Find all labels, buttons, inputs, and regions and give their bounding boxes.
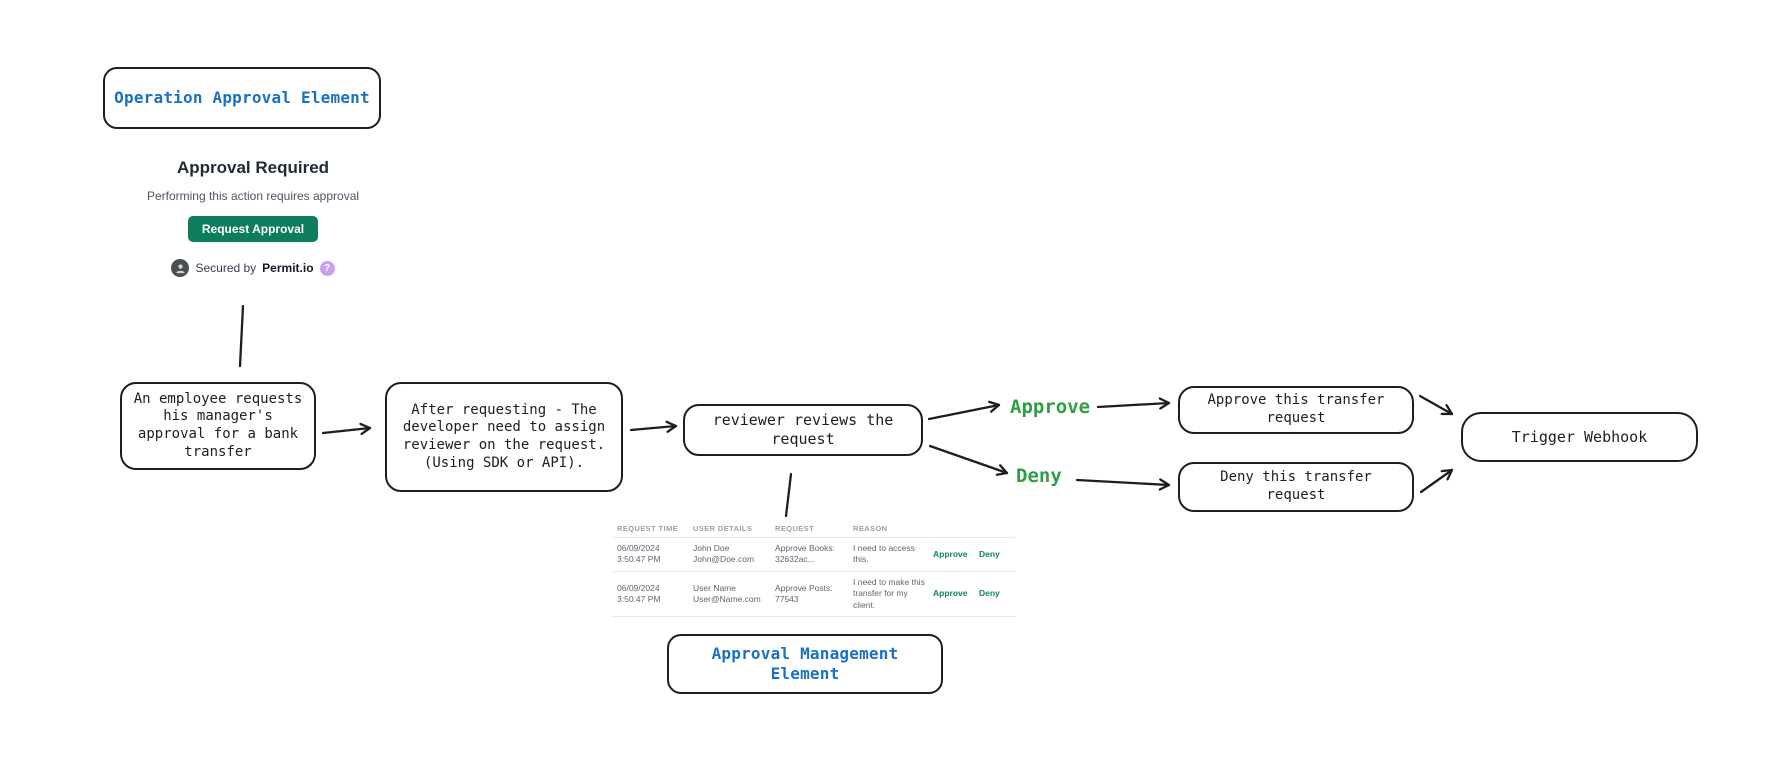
request-id: 32632ac...	[775, 554, 815, 565]
reviewer-reviews-text: reviewer reviews the request	[712, 411, 894, 448]
employee-request-node: An employee requests his manager's appro…	[120, 382, 316, 470]
permit-brand-text: Permit.io	[262, 261, 314, 275]
approval-widget: Approval Required Performing this action…	[105, 158, 401, 277]
user-email: John@Doe.com	[693, 554, 755, 565]
deny-branch-label: Deny	[1016, 465, 1062, 487]
user-name: John Doe	[693, 543, 730, 553]
user-email: User@Name.com	[693, 594, 761, 605]
request-date: 06/09/2024	[617, 543, 660, 553]
request-clock: 3:50:47 PM	[617, 554, 661, 565]
request-cell: Approve Books: 32632ac...	[771, 537, 849, 572]
secured-by-row: Secured by Permit.io ?	[105, 259, 401, 277]
approve-request-button[interactable]: Approve	[933, 588, 968, 599]
arrow-developer-to-reviewer	[629, 420, 678, 433]
secured-by-text: Secured by	[195, 261, 257, 275]
col-header-deny-action	[975, 520, 1015, 538]
approval-requests-table: REQUEST TIME USER DETAILS REQUEST REASON…	[613, 520, 1015, 618]
col-header-approve-action	[929, 520, 975, 538]
help-icon[interactable]: ?	[319, 260, 335, 276]
employee-request-text: An employee requests his manager's appro…	[133, 390, 303, 460]
col-header-request-time: REQUEST TIME	[613, 520, 689, 538]
developer-assign-text: After requesting - The developer need to…	[402, 401, 606, 471]
request-title: Approve Books:	[775, 543, 836, 553]
permit-avatar-icon	[171, 259, 190, 277]
table-row: 06/09/2024 3:50:47 PM User Name User@Nam…	[613, 571, 1015, 618]
deny-transfer-text: Deny this transfer request	[1220, 469, 1372, 503]
deny-request-button[interactable]: Deny	[979, 548, 1000, 559]
arrow-deny-to-denybox	[1075, 478, 1171, 491]
table-row: 06/09/2024 3:50:47 PM John Doe John@Doe.…	[613, 537, 1015, 572]
arrow-reviewer-to-approve	[927, 400, 1001, 421]
request-clock: 3:50:47 PM	[617, 594, 661, 605]
operation-approval-element-text: Operation Approval Element	[114, 87, 370, 107]
user-details-cell: User Name User@Name.com	[689, 571, 771, 618]
trigger-webhook-node: Trigger Webhook	[1461, 412, 1698, 462]
request-cell: Approve Posts: 77543	[771, 571, 849, 618]
arrow-approvebox-to-webhook	[1418, 394, 1454, 416]
connector-widget-to-employee	[238, 304, 245, 368]
approve-transfer-text: Approve this transfer request	[1207, 392, 1385, 426]
request-date: 06/09/2024	[617, 582, 660, 593]
approval-required-title: Approval Required	[176, 158, 330, 177]
col-header-request: REQUEST	[771, 520, 849, 538]
request-id: 77543	[775, 594, 799, 605]
arrow-employee-to-developer	[321, 422, 372, 436]
developer-assign-node: After requesting - The developer need to…	[385, 382, 623, 492]
approve-request-button[interactable]: Approve	[933, 548, 968, 559]
arrow-reviewer-to-deny	[928, 444, 1009, 476]
arrow-approve-to-approvebox	[1096, 397, 1171, 410]
reason-cell: I need to access this.	[849, 537, 929, 572]
reason-cell: I need to make this transfer for my clie…	[849, 571, 929, 618]
connector-reviewer-to-table	[784, 472, 793, 518]
user-details-cell: John Doe John@Doe.com	[689, 537, 771, 572]
deny-transfer-node: Deny this transfer request	[1178, 462, 1414, 512]
approval-required-subtitle: Performing this action requires approval	[146, 189, 360, 203]
approval-management-element-text: Approval Management Element	[711, 643, 899, 683]
approve-transfer-node: Approve this transfer request	[1178, 386, 1414, 434]
approval-management-element-label: Approval Management Element	[667, 634, 943, 694]
approve-branch-label: Approve	[1010, 396, 1091, 418]
request-approval-button[interactable]: Request Approval	[187, 216, 319, 242]
user-name: User Name	[693, 582, 736, 593]
col-header-reason: REASON	[849, 520, 929, 538]
col-header-user-details: USER DETAILS	[689, 520, 771, 538]
table-header-row: REQUEST TIME USER DETAILS REQUEST REASON	[613, 520, 1015, 538]
trigger-webhook-text: Trigger Webhook	[1511, 427, 1648, 446]
deny-request-button[interactable]: Deny	[979, 588, 1000, 599]
reviewer-reviews-node: reviewer reviews the request	[683, 404, 923, 456]
request-title: Approve Posts:	[775, 582, 833, 593]
request-time-cell: 06/09/2024 3:50:47 PM	[613, 571, 689, 618]
operation-approval-element-label: Operation Approval Element	[103, 67, 381, 129]
request-time-cell: 06/09/2024 3:50:47 PM	[613, 537, 689, 572]
arrow-denybox-to-webhook	[1419, 468, 1454, 494]
